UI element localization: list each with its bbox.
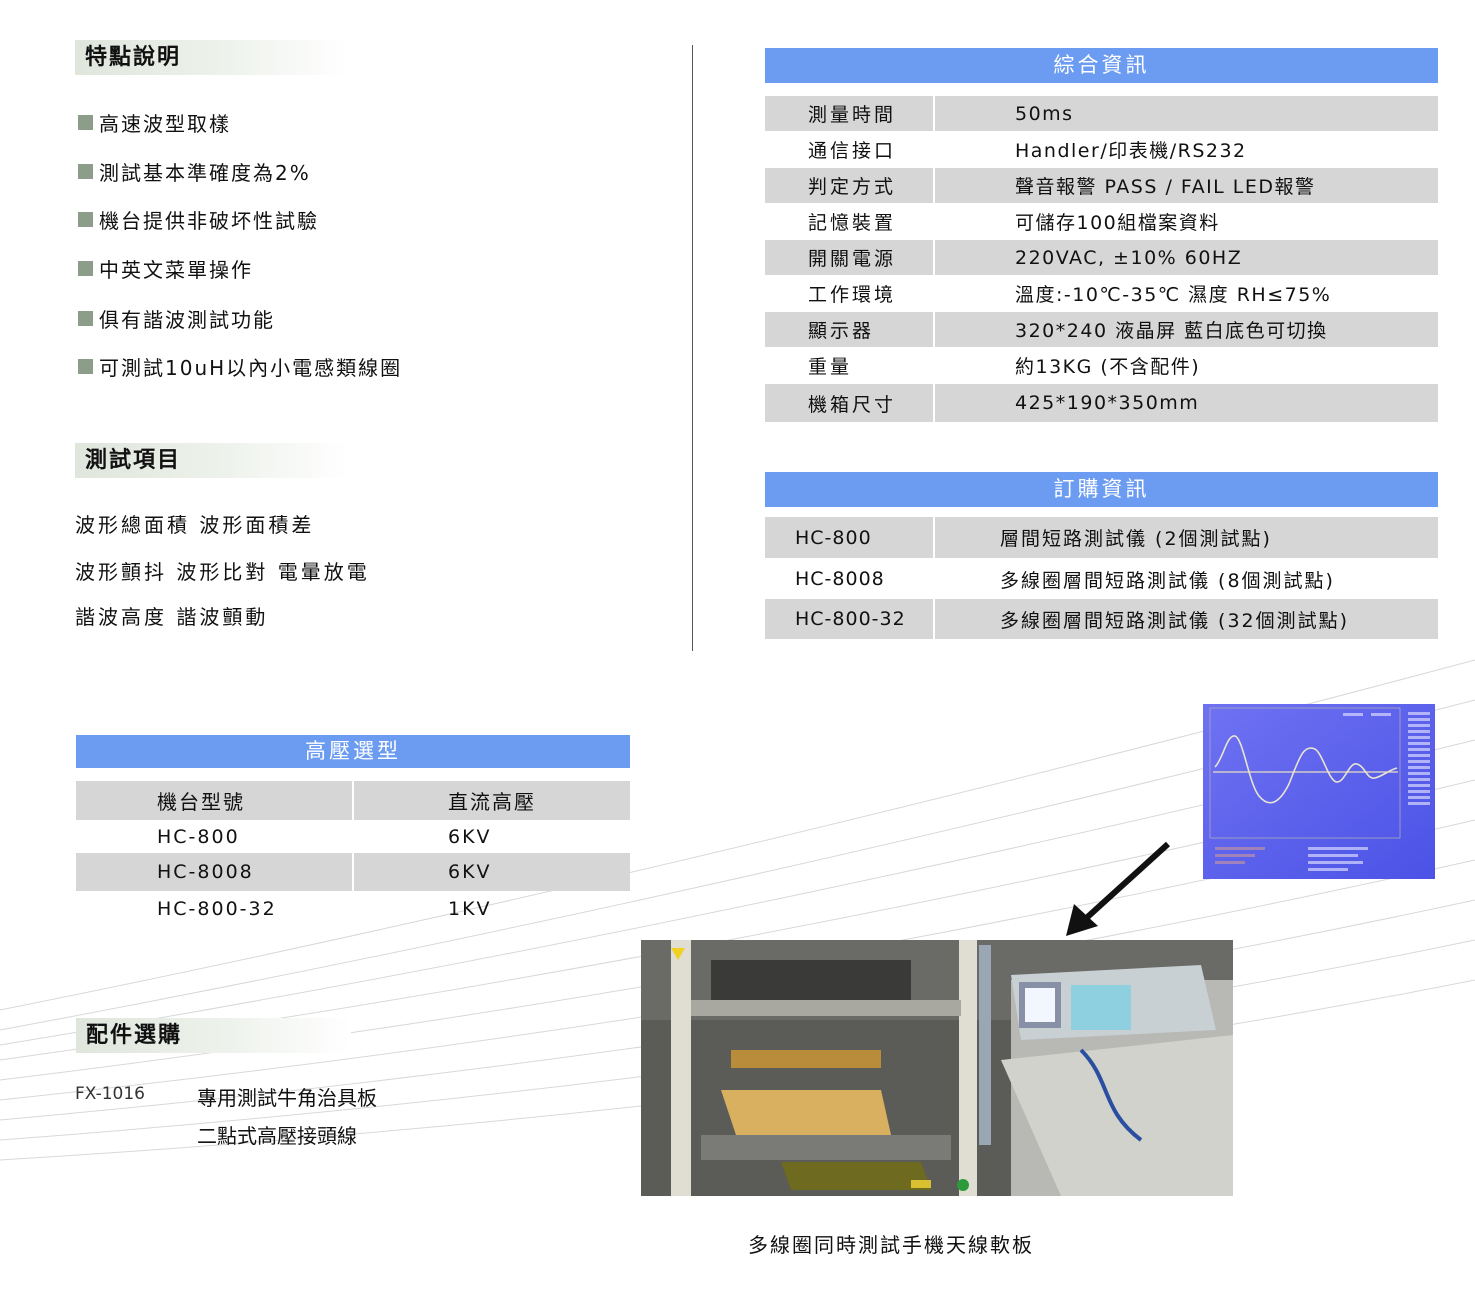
- feature-item: 高速波型取樣: [78, 108, 231, 137]
- info-label: 顯示器: [765, 312, 933, 347]
- info-row: 判定方式聲音報警 PASS / FAIL LED報警: [765, 168, 1438, 203]
- info-value: 聲音報警 PASS / FAIL LED報警: [935, 168, 1438, 203]
- order-desc: 多線圈層間短路測試儀 (8個測試點): [1000, 569, 1335, 592]
- hv-model: HC-8008: [76, 853, 352, 891]
- info-value: 220VAC, ±10% 60HZ: [935, 240, 1438, 275]
- order-info-heading: 訂購資訊: [765, 472, 1438, 507]
- info-label: 開關電源: [765, 240, 933, 275]
- test-items-line: 波形總面積 波形面積差: [75, 513, 315, 537]
- info-label: 重量: [808, 356, 853, 378]
- feature-item: 中英文菜單操作: [78, 254, 253, 283]
- feature-item: 可測試10uH以內小電感類線圈: [78, 352, 402, 381]
- info-row: 通信接口 Handler/印表機/RS232: [765, 132, 1438, 167]
- bullet-square-icon: [78, 164, 93, 179]
- info-label: 判定方式: [765, 168, 933, 203]
- hv-header-voltage: 直流高壓: [354, 781, 630, 820]
- info-value: 320*240 液晶屏 藍白底色可切換: [935, 312, 1438, 347]
- feature-text: 中英文菜單操作: [99, 258, 253, 282]
- test-items-line: 諧波高度 諧波顫動: [75, 605, 269, 629]
- hv-table-header: 機台型號直流高壓: [76, 781, 630, 820]
- hv-voltage: 6KV: [448, 826, 492, 848]
- general-info-heading: 綜合資訊: [765, 48, 1438, 83]
- info-row: 工作環境 溫度:-10℃-35℃ 濕度 RH≤75%: [765, 276, 1438, 311]
- info-label: 機箱尺寸: [765, 384, 933, 422]
- hv-model: HC-800-32: [157, 898, 277, 920]
- info-value: Handler/印表機/RS232: [1015, 140, 1247, 162]
- bullet-square-icon: [78, 115, 93, 130]
- feature-text: 可測試10uH以內小電感類線圈: [99, 356, 403, 380]
- hv-row: HC-800-32 1KV: [76, 891, 630, 927]
- accessory-item: 二點式高壓接頭線: [197, 1124, 357, 1148]
- info-row: 記憶裝置 可儲存100組檔案資料: [765, 204, 1438, 239]
- feature-item: 測試基本準確度為2%: [78, 157, 311, 186]
- bullet-square-icon: [78, 311, 93, 326]
- photo-caption: 多線圈同時測試手機天線軟板: [748, 1233, 1034, 1257]
- hv-voltage: 1KV: [448, 898, 492, 920]
- bullet-square-icon: [78, 261, 93, 276]
- info-value: 425*190*350mm: [935, 384, 1438, 422]
- lcd-waveform-screenshot: [1203, 704, 1435, 879]
- hv-header-model: 機台型號: [76, 781, 352, 820]
- accessories-heading: 配件選購: [76, 1018, 351, 1053]
- info-value: 約13KG (不含配件): [1015, 356, 1201, 378]
- accessory-item: 專用測試牛角治具板: [197, 1086, 377, 1110]
- hv-voltage: 6KV: [354, 853, 630, 891]
- hv-row: HC-800 6KV: [76, 821, 630, 853]
- bullet-square-icon: [78, 212, 93, 227]
- order-desc: 多線圈層間短路測試儀 (32個測試點): [935, 599, 1438, 639]
- arrow-icon: [1066, 841, 1171, 936]
- column-divider: [692, 45, 693, 651]
- test-items-heading: 測試項目: [75, 443, 350, 478]
- accessory-code: FX-1016: [75, 1084, 145, 1104]
- order-model: HC-800-32: [765, 599, 933, 639]
- info-row: 重量 約13KG (不含配件): [765, 348, 1438, 383]
- feature-item: 俱有諧波測試功能: [78, 304, 275, 333]
- feature-item: 機台提供非破坏性試驗: [78, 205, 319, 234]
- features-heading: 特點說明: [75, 40, 350, 75]
- feature-text: 機台提供非破坏性試驗: [99, 209, 319, 233]
- hv-model: HC-800: [157, 826, 240, 848]
- feature-text: 測試基本準確度為2%: [99, 161, 311, 185]
- info-label: 工作環境: [808, 284, 897, 306]
- info-value: 50ms: [935, 96, 1438, 131]
- bullet-square-icon: [78, 359, 93, 374]
- test-items-line: 波形顫抖 波形比對 電暈放電: [75, 560, 370, 584]
- feature-text: 高速波型取樣: [99, 112, 231, 136]
- info-label: 記憶裝置: [808, 212, 897, 234]
- order-model: HC-800: [765, 517, 933, 558]
- info-label: 測量時間: [765, 96, 933, 131]
- feature-text: 俱有諧波測試功能: [99, 308, 275, 332]
- order-row: HC-8008 多線圈層間短路測試儀 (8個測試點): [765, 559, 1438, 599]
- info-label: 通信接口: [808, 140, 897, 162]
- info-value: 溫度:-10℃-35℃ 濕度 RH≤75%: [1015, 284, 1332, 306]
- product-photo: [641, 940, 1233, 1196]
- hv-selection-heading: 高壓選型: [76, 735, 630, 768]
- order-model: HC-8008: [795, 568, 885, 590]
- info-value: 可儲存100組檔案資料: [1015, 212, 1220, 234]
- order-desc: 層間短路測試儀 (2個測試點): [935, 517, 1438, 558]
